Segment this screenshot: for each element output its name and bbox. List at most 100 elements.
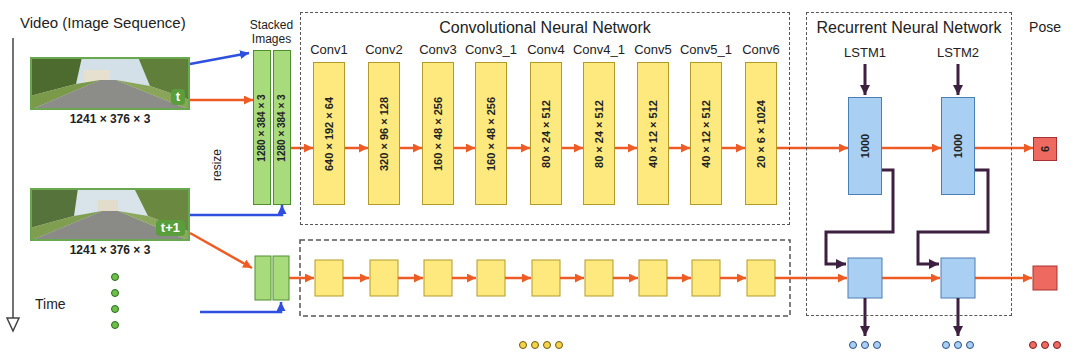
dim-text: 80 × 24 × 512 <box>540 100 553 168</box>
street-photo <box>30 80 190 110</box>
conv-layer: Conv1640 × 192 × 64 <box>313 62 345 205</box>
continuation-dots <box>112 306 119 313</box>
dim-text: 80 × 24 × 512 <box>593 100 606 168</box>
next-cnn <box>747 260 775 296</box>
continuation-dots <box>862 342 869 349</box>
frame-size: 1241 × 376 × 3 <box>70 243 151 257</box>
next-arrows <box>289 277 1032 280</box>
group-title: Convolutional Neural Network <box>439 18 651 37</box>
state-arrows <box>957 64 960 95</box>
next-arrows <box>343 277 369 280</box>
conv-layer: Conv2320 × 96 × 128 <box>368 62 400 205</box>
layer-title: Conv2 <box>365 42 403 57</box>
data-arrow <box>777 147 848 150</box>
conv-layer: Conv540 × 12 × 512 <box>637 62 669 205</box>
image-layer: 1280 × 384 × 3 <box>273 50 291 205</box>
stack-title: Stacked Images <box>245 18 299 46</box>
lstm-title: LSTM1 <box>844 45 886 60</box>
data-arrow <box>562 147 583 150</box>
pose-output: Pose6 <box>1033 137 1057 161</box>
street-photo <box>30 188 190 241</box>
continuation-dots <box>1054 342 1061 349</box>
dim-text: 160 × 48 × 256 <box>432 96 445 170</box>
next-cnn <box>532 260 560 296</box>
next-rnn <box>848 258 882 298</box>
data-arrow <box>345 147 368 150</box>
layer-title: Conv4 <box>527 42 565 57</box>
next-cnn <box>424 260 452 296</box>
layer-title: Conv5 <box>634 42 672 57</box>
street-photo <box>30 211 190 241</box>
next-cnn <box>300 240 790 316</box>
continuation-dots <box>874 342 881 349</box>
next-stack <box>255 256 289 300</box>
layer-title: Conv6 <box>742 42 780 57</box>
layer-title: Conv3_1 <box>465 42 517 57</box>
conv-layer: Conv4_180 × 24 × 512 <box>583 62 615 205</box>
next-arrows <box>398 277 423 280</box>
dim-text: 160 × 48 × 256 <box>485 96 498 170</box>
data-arrow <box>190 205 282 215</box>
next-cnn <box>315 260 343 296</box>
data-arrow <box>882 147 941 150</box>
conv-layer: Conv480 × 24 × 512 <box>530 62 562 205</box>
conv-layer: Conv3160 × 48 × 256 <box>422 62 454 205</box>
layer-title: Conv3 <box>419 42 457 57</box>
continuation-dots <box>556 342 563 349</box>
frame-arrows <box>190 233 252 268</box>
next-rnn <box>941 258 975 298</box>
dim-text: 1280 × 384 × 3 <box>276 94 288 161</box>
next-arrows <box>452 277 476 280</box>
data-arrow <box>615 147 637 150</box>
layer-title: Conv4_1 <box>573 42 625 57</box>
street-photo <box>30 188 190 241</box>
layer-title: Conv1 <box>310 42 348 57</box>
lstm-cell: LSTM11000 <box>848 97 882 195</box>
next-arrows <box>560 277 584 280</box>
data-arrow <box>507 147 530 150</box>
network-group: Recurrent Neural NetworkLSTM11000LSTM210… <box>806 12 1012 316</box>
continuation-dots <box>520 342 527 349</box>
next-arrows <box>975 277 1032 280</box>
next-cnn <box>639 260 667 296</box>
next-cnn <box>370 260 398 296</box>
next-arrows <box>289 277 314 280</box>
conv-layer: Conv620 × 6 × 1024 <box>745 62 777 205</box>
state-arrows <box>864 64 867 95</box>
dim-text: 1280 × 384 × 3 <box>256 94 268 161</box>
dim-text: 6 <box>1039 146 1052 152</box>
lstm-title: LSTM2 <box>937 45 979 60</box>
state-arrows <box>864 298 867 336</box>
street-photo <box>30 57 190 110</box>
continuation-dots <box>544 342 551 349</box>
dim-text: 40 × 12 × 512 <box>647 100 660 168</box>
network-group: Convolutional Neural NetworkConv1640 × 1… <box>300 12 790 225</box>
video-frame: t1241 × 376 × 3 <box>30 57 190 110</box>
dim-text: 1000 <box>952 134 965 158</box>
dim-text: 320 × 96 × 128 <box>378 96 391 170</box>
continuation-dots <box>112 290 119 297</box>
next-stack <box>273 256 289 300</box>
sequence-title: Video (Image Sequence) <box>20 14 186 31</box>
continuation-dots <box>850 342 857 349</box>
conv-layer: Conv3_1160 × 48 × 256 <box>475 62 507 205</box>
street-photo <box>118 211 190 241</box>
next-arrows <box>505 277 531 280</box>
data-arrow <box>722 147 745 150</box>
dim-text: 1000 <box>859 134 872 158</box>
image-layer: 1280 × 384 × 3 <box>253 50 271 205</box>
pose-title: Pose <box>1029 19 1061 35</box>
next-arrows <box>613 277 638 280</box>
next-cnn <box>585 260 613 296</box>
dim-text: 40 × 12 × 512 <box>700 100 713 168</box>
frame-tag: t+1 <box>156 220 185 236</box>
lstm-cell: LSTM21000 <box>941 97 975 195</box>
next-cnn <box>692 260 720 296</box>
conv-layer: Conv5_140 × 12 × 512 <box>690 62 722 205</box>
time-axis <box>7 38 19 331</box>
continuation-dots <box>1042 342 1049 349</box>
data-arrow <box>190 99 253 102</box>
frame-arrows <box>200 302 281 312</box>
frame-tag: t <box>171 89 185 105</box>
